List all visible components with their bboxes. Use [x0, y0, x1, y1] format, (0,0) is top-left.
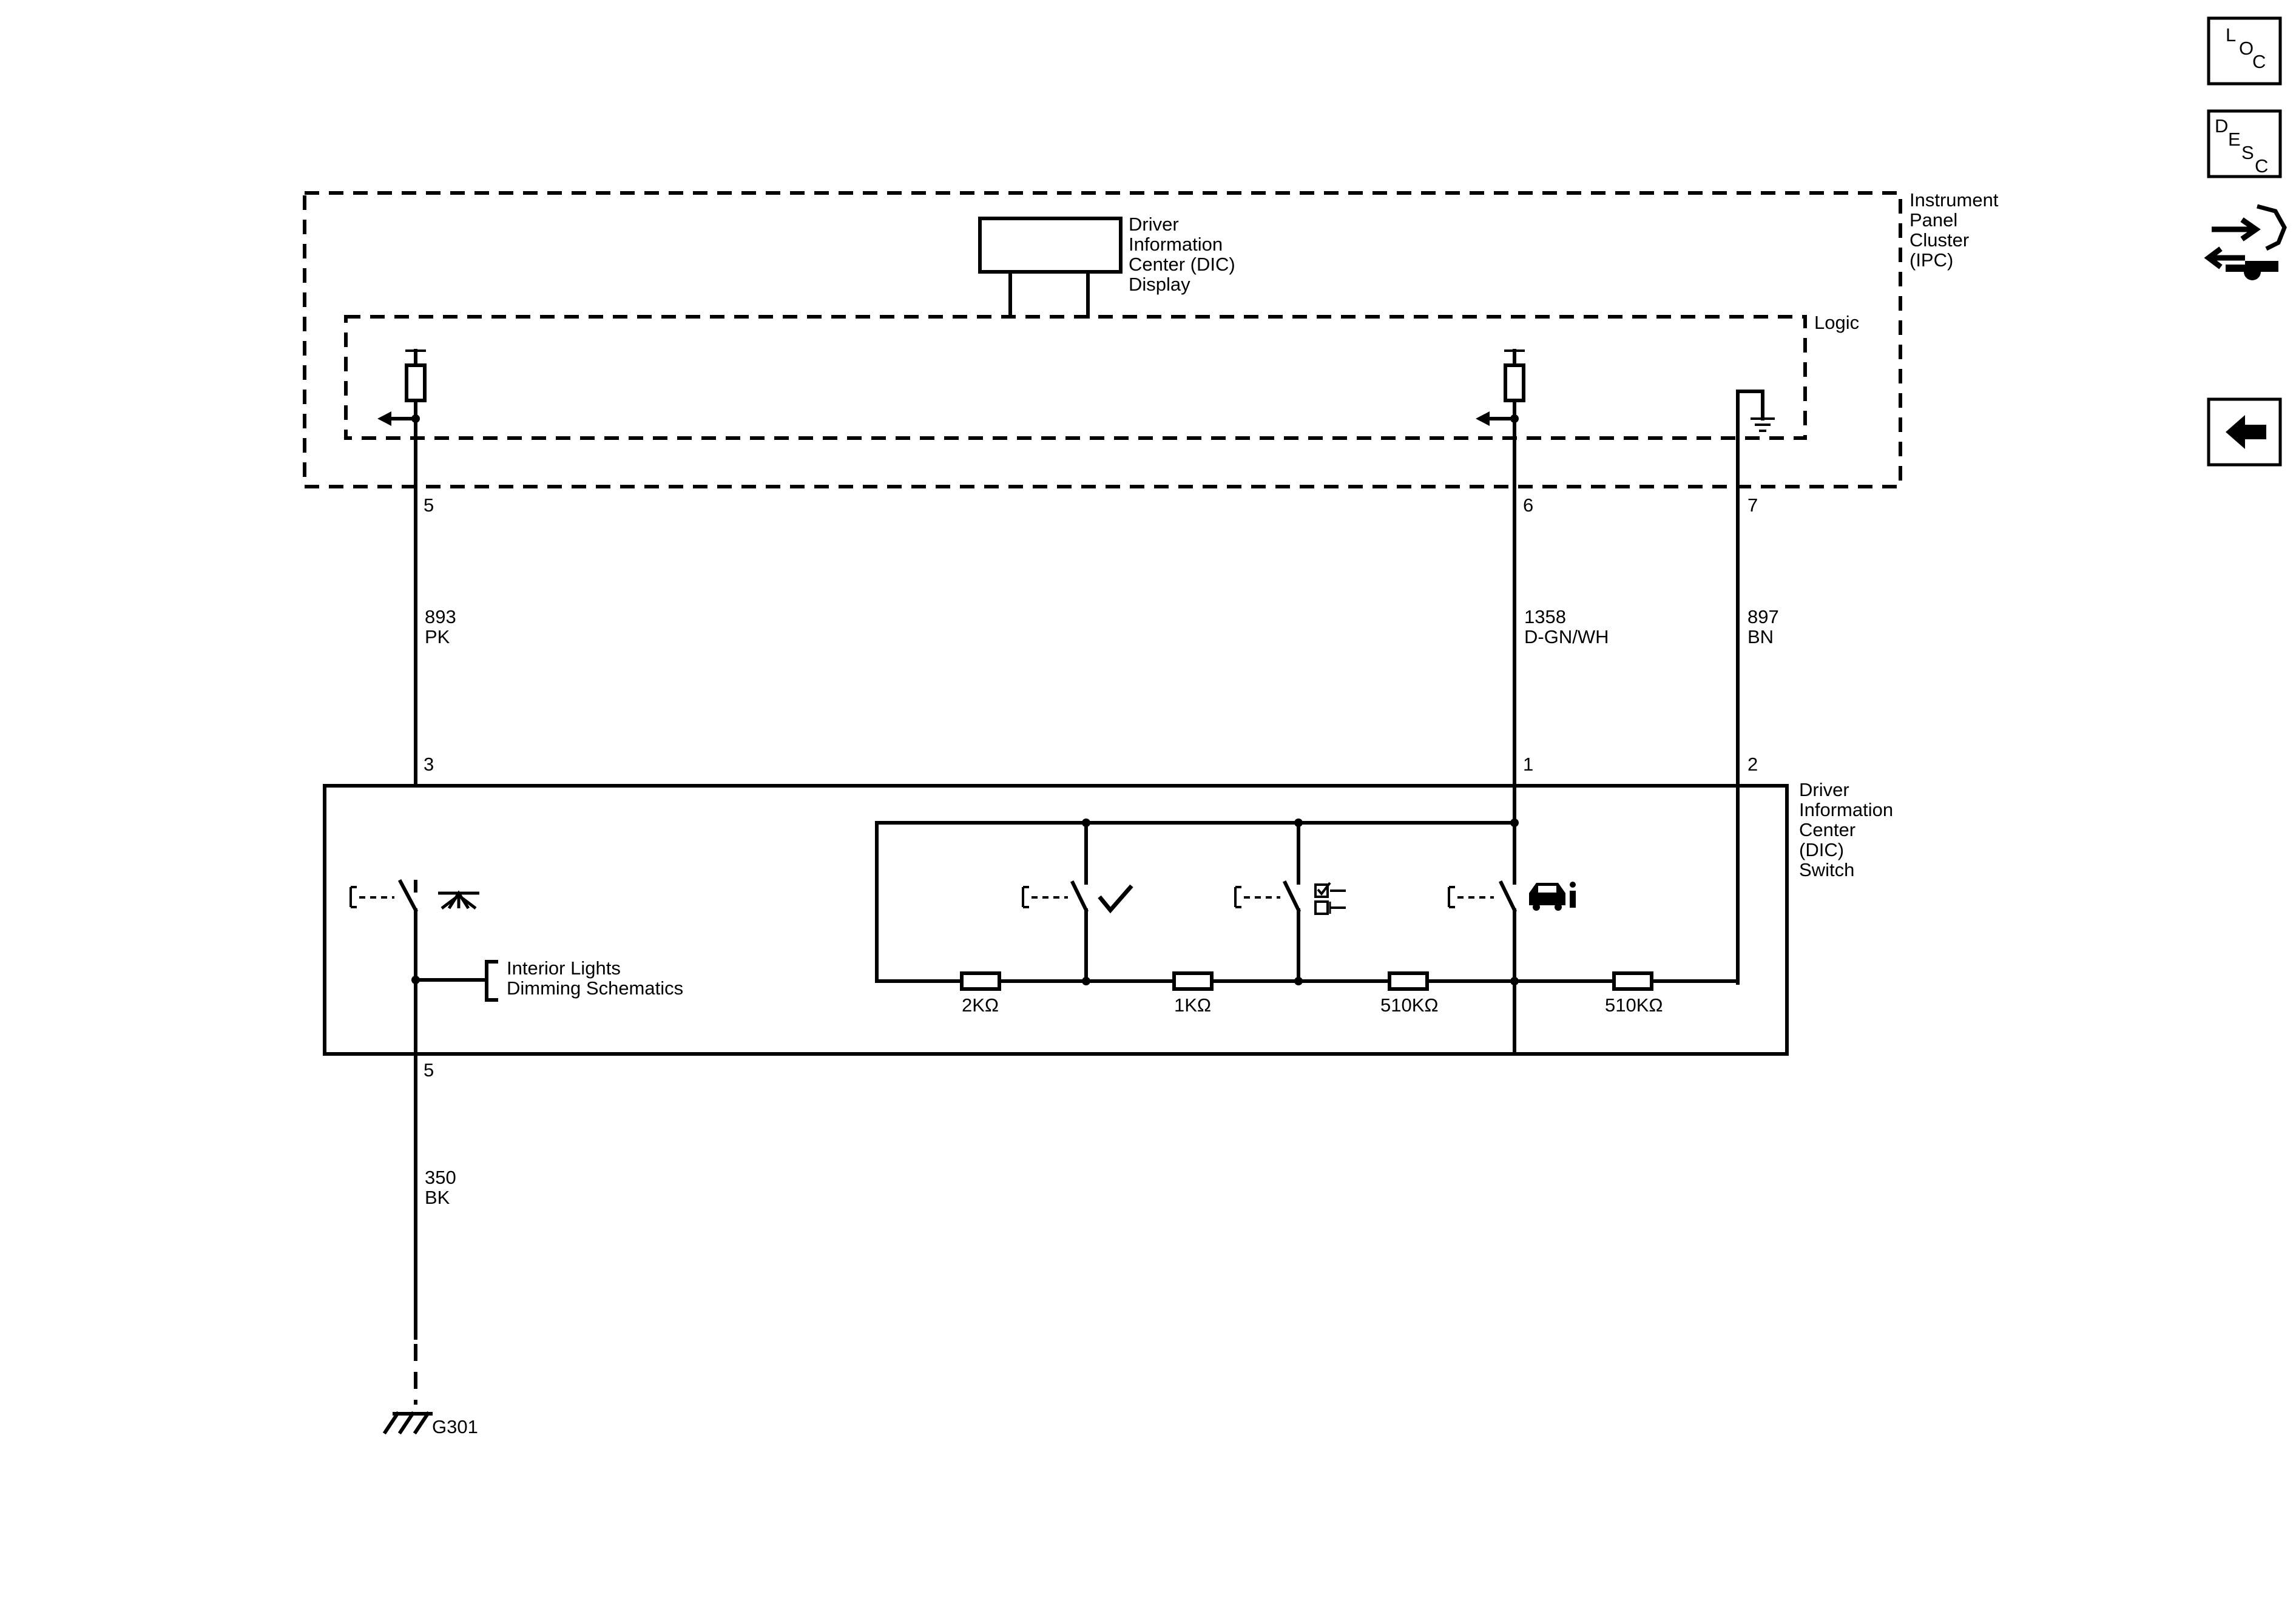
resistor-2-value: 1KΩ — [1174, 994, 1211, 1016]
menu-switch — [1234, 821, 1346, 983]
dic-switch-label-line2: Information — [1799, 799, 1893, 820]
dimming-icon — [438, 890, 479, 910]
dic-display-label-line4: Display — [1129, 274, 1190, 295]
dic-switch-label-line1: Driver — [1799, 779, 1849, 800]
ipc-label-line2: Panel — [1909, 209, 1957, 231]
wire-right-color: BN — [1747, 626, 1774, 647]
dic-switch-module: Driver Information Center (DIC) Switch — [323, 779, 1893, 1056]
pin-switch-5: 5 — [424, 1059, 434, 1081]
pin-switch-3: 3 — [424, 754, 434, 775]
ipc-label-line1: Instrument — [1909, 189, 1999, 211]
wire-left-circuit: 893 — [425, 606, 456, 627]
pin-ipc-5: 5 — [424, 495, 434, 516]
loc-letter-2: O — [2239, 38, 2254, 59]
dic-switch-label-line3: Center — [1799, 819, 1855, 840]
resistor-3-value: 510KΩ — [1380, 994, 1439, 1016]
desc-letter-3: S — [2241, 142, 2254, 163]
desc-letter-2: E — [2228, 129, 2241, 150]
pin-switch-2: 2 — [1747, 754, 1758, 775]
vehicle-info-switch — [1448, 821, 1576, 1056]
desc-letter-1: D — [2215, 115, 2228, 137]
pin-switch-1: 1 — [1523, 754, 1533, 775]
interior-lights-ref-line2: Dimming Schematics — [507, 977, 683, 999]
connector-wrench-icon[interactable] — [2204, 204, 2287, 280]
desc-icon[interactable]: D E S C — [2207, 109, 2282, 178]
resistor-4-value: 510KΩ — [1605, 994, 1663, 1016]
loc-icon[interactable]: L O C — [2207, 16, 2282, 86]
resistor-ladder — [875, 819, 1740, 991]
ipc-label-line3: Cluster — [1909, 229, 1969, 251]
ipc-label-line4: (IPC) — [1909, 249, 1953, 271]
wire-left-color: PK — [425, 626, 450, 647]
chassis-ground-g301 — [382, 1411, 433, 1435]
pull-up-resistor-mid — [1476, 349, 1525, 426]
resistor-1-value: 2KΩ — [962, 994, 999, 1016]
dic-display-label-line1: Driver — [1129, 214, 1179, 235]
dimming-switch — [349, 879, 498, 1058]
dic-display: Driver Information Center (DIC) Display — [978, 214, 1235, 319]
dic-switch-label-line5: Switch — [1799, 859, 1854, 880]
logic-block: Logic — [344, 312, 1859, 440]
checklist-icon — [1314, 882, 1346, 915]
logic-label: Logic — [1814, 312, 1859, 333]
checkmark-icon — [1098, 884, 1133, 914]
wire-right-circuit: 897 — [1747, 606, 1779, 627]
wire-mid-circuit: 1358 — [1524, 606, 1566, 627]
ipc-module: Instrument Panel Cluster (IPC) — [303, 189, 1999, 488]
interior-lights-ref-line1: Interior Lights — [507, 957, 621, 979]
vehicle-info-icon — [1529, 882, 1576, 911]
dic-display-label-line2: Information — [1129, 234, 1223, 255]
loc-letter-1: L — [2226, 24, 2236, 46]
wire-ground-color: BK — [425, 1187, 450, 1208]
ground-label: G301 — [432, 1416, 478, 1437]
wire-mid-color: D-GN/WH — [1524, 626, 1609, 647]
select-switch — [1022, 821, 1133, 983]
pull-up-resistor-left — [377, 349, 427, 426]
pin-ipc-6: 6 — [1523, 495, 1533, 516]
pin-ipc-7: 7 — [1747, 495, 1758, 516]
loc-letter-3: C — [2252, 51, 2266, 72]
wire-ground-circuit: 350 — [425, 1167, 456, 1188]
back-arrow-icon[interactable] — [2207, 397, 2282, 467]
dic-display-label-line3: Center (DIC) — [1129, 254, 1235, 275]
desc-letter-4: C — [2255, 155, 2268, 177]
dic-switch-label-line4: (DIC) — [1799, 839, 1844, 860]
internal-ground-right — [1736, 390, 1775, 432]
